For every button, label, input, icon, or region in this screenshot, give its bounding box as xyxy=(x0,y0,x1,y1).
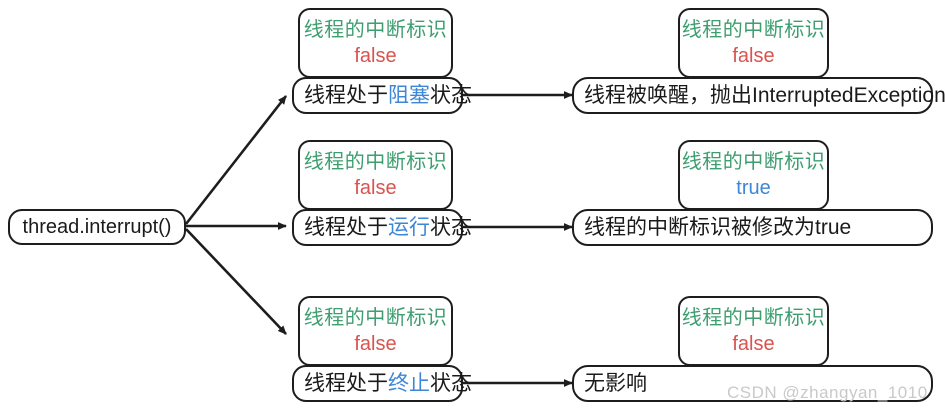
state-box-terminated-label: 线程处于终止状态 xyxy=(294,371,481,397)
result-box-row3[interactable]: 无影响 xyxy=(572,365,933,402)
state-prefix-row2: 线程处于 xyxy=(304,215,388,239)
csdn-watermark: CSDN @zhangyan_1010 xyxy=(727,383,928,402)
state-prefix-row1: 线程处于 xyxy=(304,83,388,107)
state-box-terminated[interactable]: 线程处于终止状态 xyxy=(292,365,472,402)
flag-box-left-row1: 线程的中断标识 false xyxy=(298,8,453,78)
state-box-running-label: 线程处于运行状态 xyxy=(294,215,481,241)
node-thread-interrupt-label: thread.interrupt() xyxy=(22,216,172,238)
result-box-row1-label: 线程被唤醒，抛出InterruptedException xyxy=(584,83,945,107)
state-box-running[interactable]: 线程处于运行状态 xyxy=(292,209,472,246)
flag-title-right-row3: 线程的中断标识 xyxy=(681,307,826,329)
state-suffix-row2: 状态 xyxy=(430,215,472,239)
node-thread-interrupt[interactable]: thread.interrupt() xyxy=(8,209,186,245)
flag-value-left-row3: false xyxy=(354,333,397,355)
flag-box-left-row3: 线程的中断标识 false xyxy=(298,296,453,366)
result-box-row2[interactable]: 线程的中断标识被修改为true xyxy=(572,209,933,246)
state-box-blocked[interactable]: 线程处于阻塞状态 xyxy=(292,77,472,114)
flag-value-right-row1: false xyxy=(732,45,775,67)
state-suffix-row3: 状态 xyxy=(430,371,472,395)
flag-value-left-row2: false xyxy=(354,177,397,199)
result-box-row2-label: 线程的中断标识被修改为true xyxy=(584,215,852,239)
flag-box-left-row2: 线程的中断标识 false xyxy=(298,140,453,210)
state-suffix-row1: 状态 xyxy=(430,83,472,107)
flag-value-left-row1: false xyxy=(354,45,397,67)
state-box-blocked-label: 线程处于阻塞状态 xyxy=(294,83,481,109)
edge-root-to-blocked xyxy=(184,95,288,225)
flag-title-left-row3: 线程的中断标识 xyxy=(303,307,448,329)
flag-box-right-row1: 线程的中断标识 false xyxy=(678,8,829,78)
flag-value-right-row3: false xyxy=(732,333,775,355)
state-keyword-row3: 终止 xyxy=(388,371,430,395)
flag-title-right-row2: 线程的中断标识 xyxy=(681,151,826,173)
flag-box-right-row2: 线程的中断标识 true xyxy=(678,140,829,210)
result-box-row3-label: 无影响 xyxy=(584,371,647,395)
flag-title-left-row2: 线程的中断标识 xyxy=(303,151,448,173)
result-box-row1[interactable]: 线程被唤醒，抛出InterruptedException xyxy=(572,77,945,114)
flag-value-right-row2: true xyxy=(736,177,771,199)
state-keyword-row1: 阻塞 xyxy=(388,83,430,107)
state-prefix-row3: 线程处于 xyxy=(304,371,388,395)
flag-title-left-row1: 线程的中断标识 xyxy=(303,19,448,41)
edge-root-to-terminated xyxy=(185,228,287,335)
flag-title-right-row1: 线程的中断标识 xyxy=(681,19,826,41)
state-keyword-row2: 运行 xyxy=(388,215,430,239)
flag-box-right-row3: 线程的中断标识 false xyxy=(678,296,829,366)
